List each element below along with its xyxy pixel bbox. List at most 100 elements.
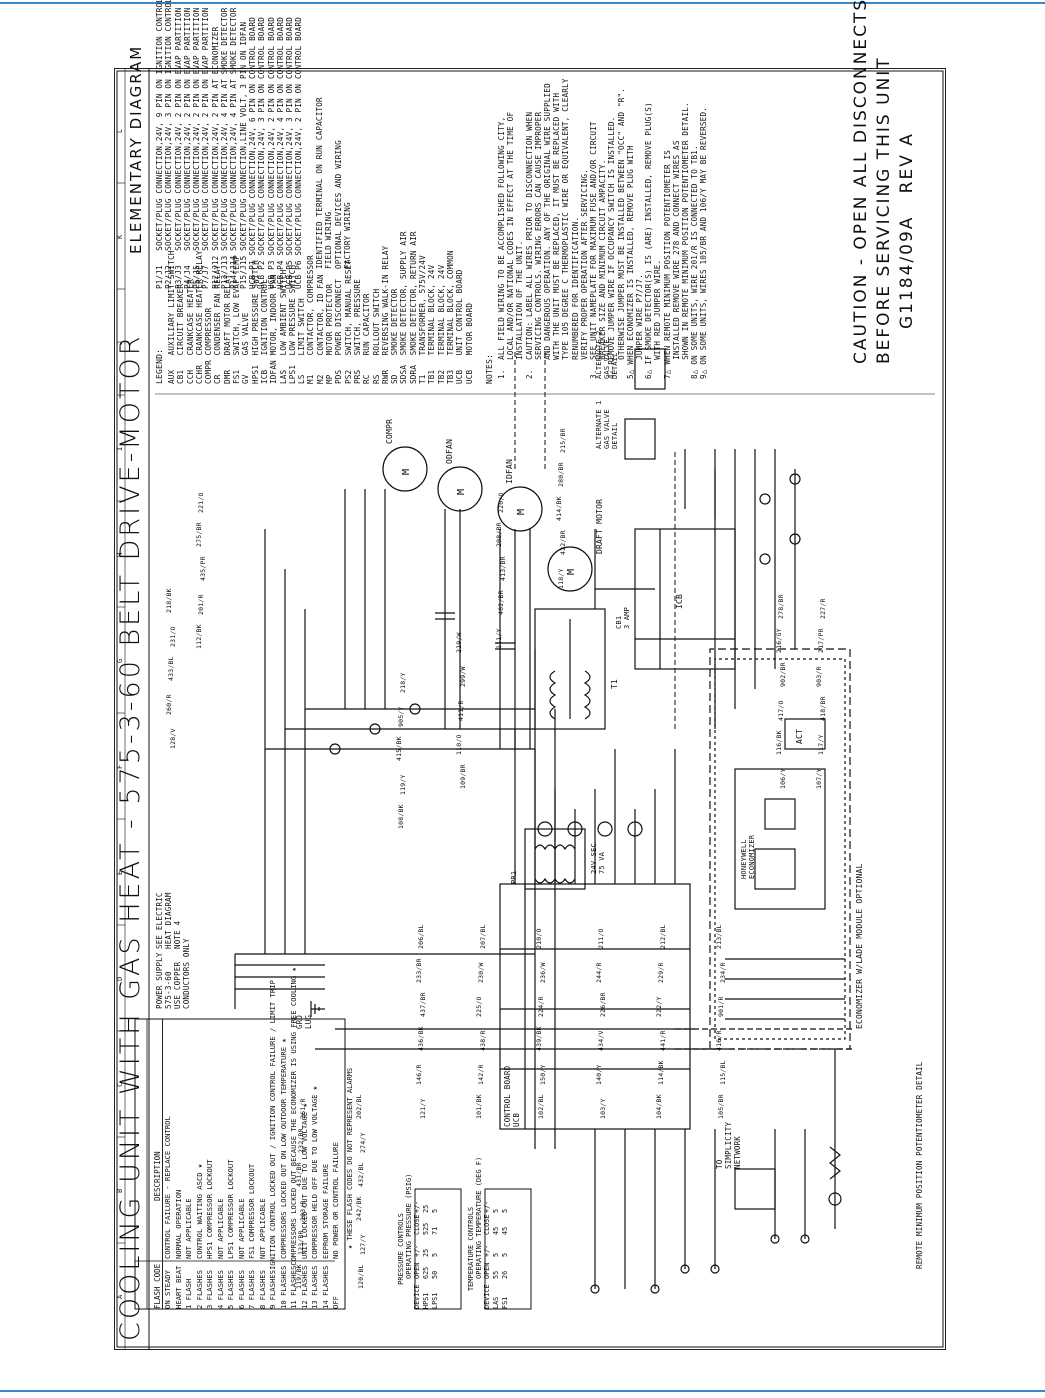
wire-label: 274/Y: [359, 1132, 367, 1153]
wire-label: 220/O: [497, 492, 505, 513]
va-label: 24V SEC 75 VA: [590, 843, 606, 874]
wire-label: 431/BR: [295, 1162, 303, 1187]
wire-label: 215/BR: [559, 428, 567, 453]
control-header-cell: +/-: [483, 1200, 491, 1213]
flash-description: NOT APPLICABLE: [257, 1198, 267, 1259]
compr-label: COMPR: [385, 418, 394, 444]
flash-code: 9 FLASHES: [268, 1270, 277, 1309]
cb1-label: CB1 3 AMP: [615, 606, 631, 629]
control-header-cell: DEVICE: [483, 1284, 491, 1309]
flash-description: LPS1 COMPRESSOR LOCKOUT: [226, 1159, 235, 1259]
temperature-controls-table: TEMPERATURE CONTROLS OPERATING TEMPERATU…: [467, 1156, 513, 1309]
flash-description: NO POWER OR CONTROL FAILURE: [331, 1142, 340, 1259]
flash-code: 6 FLASHES: [236, 1270, 246, 1309]
wire-label: 112/BK: [195, 624, 203, 649]
wire-label: 902/BR: [779, 662, 787, 687]
wire-label: 119/Y: [399, 774, 407, 795]
wire-label: 436/BK: [417, 1026, 425, 1051]
wire-label: 106/Y: [779, 768, 787, 789]
wire-label: 439/BK: [535, 1026, 543, 1051]
wire-label: 150/Y: [539, 1064, 547, 1085]
wire-label: 260/R: [165, 694, 173, 715]
icb-label: ICB: [675, 593, 684, 609]
control-cell: 26: [501, 1270, 509, 1279]
wire-label: 275/BR: [195, 522, 203, 547]
wire-label: 127/Y: [359, 1234, 367, 1255]
wire-label: 299/W: [459, 666, 467, 687]
wire-label: 107/Y: [815, 768, 823, 789]
control-header-cell: CLOSE: [413, 1214, 421, 1235]
flash-description: COMPRESSORS LOCKED OUT ON LOW OUTDOOR TE…: [278, 1038, 288, 1259]
flash-header-desc: DESCRIPTION: [153, 1151, 162, 1201]
wire-label: 422/BR: [559, 530, 567, 555]
flash-description: CONTROL WAITING ASCD ★: [194, 1163, 204, 1259]
wire-label: 901/R: [717, 996, 725, 1017]
flash-code: 7 FLASHES: [247, 1270, 256, 1309]
flash-description: NOT APPLICABLE: [184, 1198, 193, 1259]
flash-description: COMPRESSOR HELD OFF DUE TO LOW VOLTAGE ★: [310, 1085, 319, 1259]
wire-label: 418/BR: [819, 696, 827, 721]
control-cell: 5: [501, 1252, 509, 1257]
control-header-cell: +/-: [413, 1200, 421, 1213]
wire-label: 142/R: [477, 1064, 485, 1085]
wire-label: 128/V: [169, 728, 177, 749]
notes-title: NOTES:: [485, 353, 494, 384]
legend-plugs: P1/J1 SOCKET/PLUG CONNECTION,24V, 9 PIN …: [155, 0, 304, 289]
flash-description: EEPROM STORAGE FAILURE: [320, 1163, 330, 1259]
flash-code: 3 FLASHES: [205, 1270, 214, 1309]
wire-label: 101/BK: [475, 1094, 483, 1119]
flash-description: HPS1 COMPRESSOR LOCKOUT: [205, 1159, 214, 1259]
wire-label: 225/O: [475, 996, 483, 1017]
wire-label: 121/Y: [419, 1098, 427, 1119]
economizer-module-label: ECONOMIZER W/LADE MODULE OPTIONAL: [855, 863, 864, 1029]
wire-label: 117/Y: [817, 734, 825, 755]
wire-label: 115/BL: [719, 1060, 727, 1085]
control-cell: 25: [422, 1204, 430, 1213]
control-header-cell: +/-: [483, 1244, 491, 1257]
wire-label: 236/W: [539, 962, 547, 983]
wire-label: 108/BK: [397, 804, 405, 829]
wire-label: 218/Y: [399, 672, 407, 693]
control-cell: 5: [492, 1252, 500, 1257]
flash-code: 2 FLASHES: [194, 1270, 204, 1309]
wire-label: 208/BR: [495, 522, 503, 547]
control-cell: 55: [492, 1270, 500, 1279]
wire-label: 905/Y: [397, 706, 405, 727]
wire-label: 415/BK: [395, 736, 403, 761]
control-cell: 525: [422, 1222, 430, 1235]
elementary-title: ELEMENTARY DIAGRAM: [127, 44, 145, 254]
wire-label: 118/Y: [557, 568, 565, 589]
diagram-sheet: M M M M: [114, 0, 946, 1350]
honeywell-label: HONEYWELL ECONOMIZER: [740, 834, 756, 879]
caution-line-3: G1184/09A REV A: [897, 132, 917, 329]
wire-label: 105/BR: [717, 1094, 725, 1119]
flash-header-code: FLASH CODE: [153, 1263, 162, 1309]
wire-label: 433/BL: [167, 656, 175, 681]
control-header-cell: CLOSE: [483, 1214, 491, 1235]
flash-code: 5 FLASHES: [226, 1270, 235, 1309]
flash-code: HEART BEAT: [173, 1265, 183, 1309]
control-cell: 71: [431, 1226, 439, 1235]
temperature-subtitle: OPERATING TEMPERATURE (DEG F): [475, 1156, 483, 1279]
wire-label: 230/W: [477, 962, 485, 983]
wire-label: 140/Y: [595, 1064, 603, 1085]
rotated-drawing: M M M M: [115, 0, 945, 1349]
control-board-label: CONTROL BOARD UCB: [503, 1065, 521, 1127]
control-cell: 45: [492, 1226, 500, 1235]
wire-label: 206/BL: [417, 924, 425, 949]
flash-description: IGNITION CONTROL LOCKED OUT / IGNITION C…: [268, 980, 277, 1271]
wire-label: 226/BR: [599, 992, 607, 1017]
temperature-title: TEMPERATURE CONTROLS: [467, 1206, 475, 1292]
wire-label: 217/PR: [817, 628, 825, 653]
wire-label: 116/BK: [775, 730, 783, 755]
flash-footnote: ★ THESE FLASH CODES DO NOT REPRESENT ALA…: [345, 1067, 354, 1249]
flash-code: OFF: [331, 1296, 340, 1309]
wire-label: 414/BK: [555, 496, 563, 521]
draft-motor-label: DRAFT MOTOR: [595, 498, 604, 554]
wire-label: 434/V: [597, 1030, 605, 1051]
